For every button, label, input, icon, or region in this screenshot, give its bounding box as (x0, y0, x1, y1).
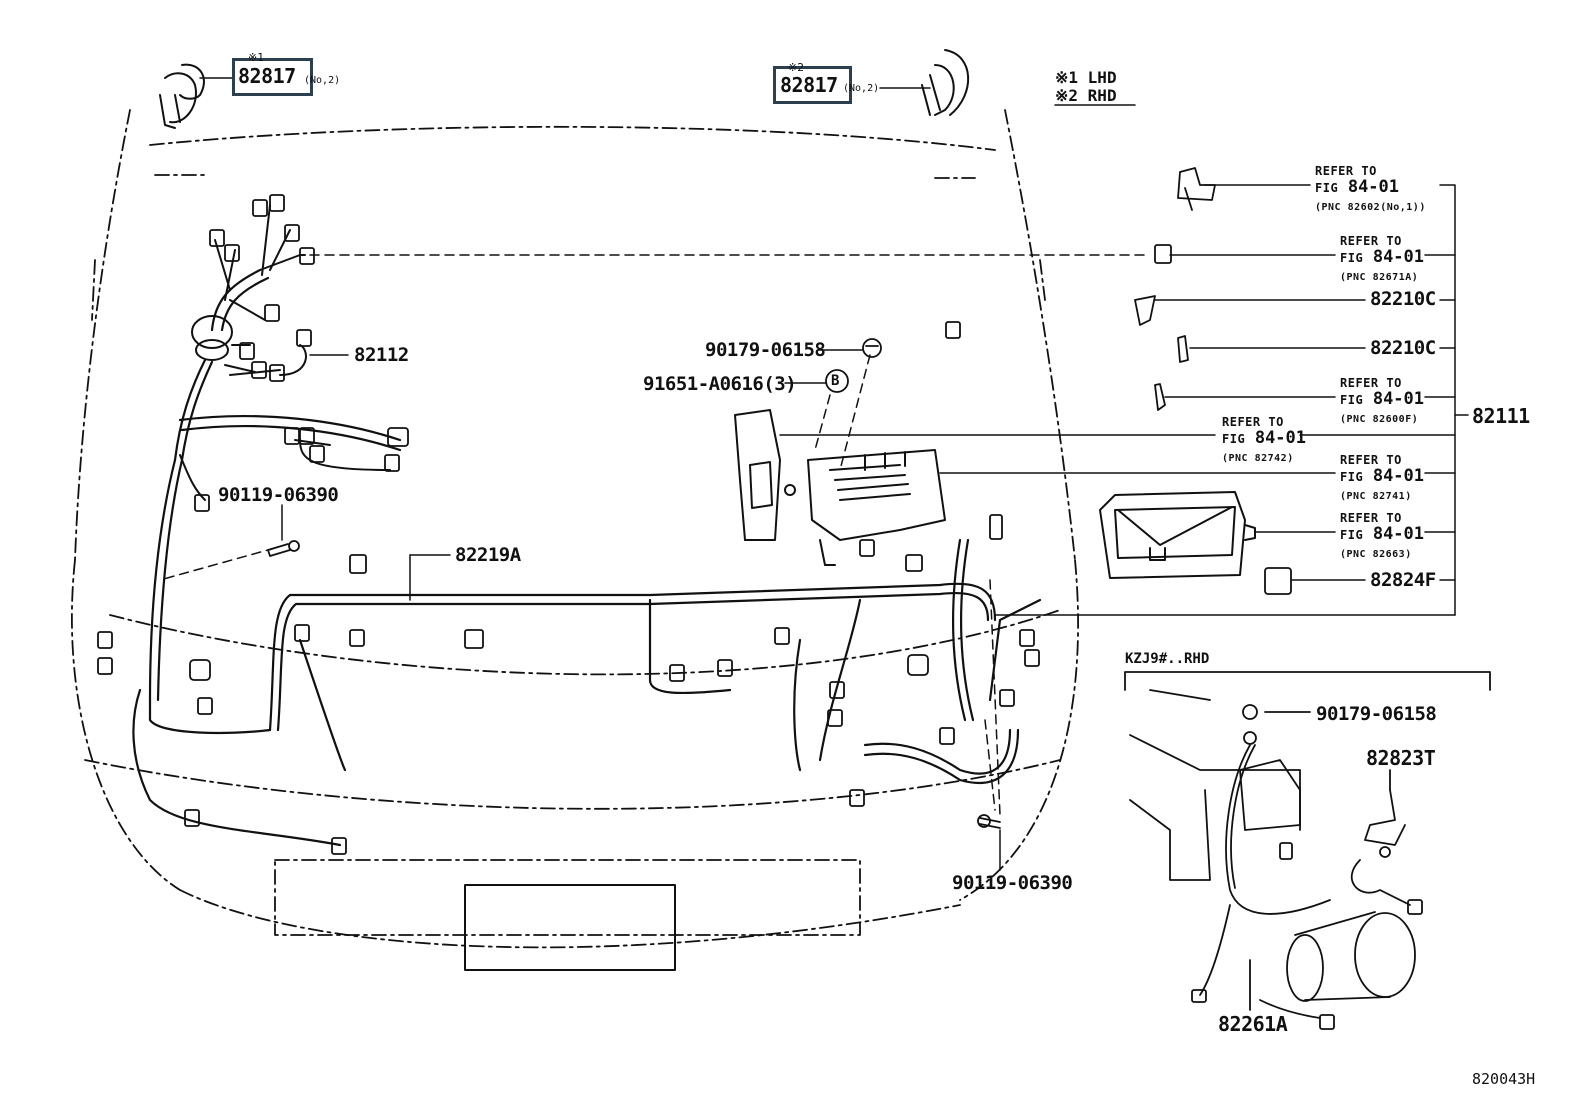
refer-block-82742: REFER TO FIG 84-01 (PNC 82742) (1222, 415, 1307, 464)
highlight-box-left[interactable] (232, 58, 313, 96)
part-number-82817-left[interactable]: 82817 (238, 64, 296, 88)
connectors (97, 194, 1292, 855)
part-number-90119-06390-lower: 90119-06390 (952, 872, 1073, 894)
part-number-90119-06390-upper: 90119-06390 (218, 484, 339, 506)
main-harness (132, 268, 1042, 847)
fuse-box (1099, 491, 1256, 579)
refer-block-82663: REFER TO FIG 84-01 (PNC 82663) (1340, 511, 1425, 560)
inset (1124, 671, 1491, 1030)
part-number-82219A: 82219A (455, 544, 521, 566)
part-number-82210C-lower: 82210C (1370, 337, 1436, 359)
highlight-box-right[interactable] (773, 66, 852, 104)
screws (267, 540, 1001, 829)
part-number-82111: 82111 (1472, 404, 1530, 428)
brackets-right (1134, 167, 1216, 411)
relay-block (734, 409, 946, 566)
part-number-82112: 82112 (354, 344, 409, 366)
plate-area (464, 884, 676, 971)
part-number-91651-A0616: 91651-A0616(3) (643, 373, 797, 395)
circle-b-label: B (831, 373, 840, 389)
inset-title: KZJ9#..RHD (1125, 651, 1210, 667)
legend-lhd: ※1 LHD (1055, 68, 1117, 87)
refer-block-82602: REFER TO FIG 84-01 (PNC 82602(No,1)) (1315, 164, 1426, 213)
part-number-82210C-upper: 82210C (1370, 288, 1436, 310)
part-number-90179-06158: 90179-06158 (705, 339, 826, 361)
hood-clips (159, 49, 970, 129)
part-number-90179-06158-inset: 90179-06158 (1316, 703, 1437, 725)
callout-mark-left: ※1 (248, 51, 264, 64)
callout-mark-right: ※2 (788, 61, 804, 74)
part-number-82261A: 82261A (1218, 1012, 1288, 1036)
leader-lines (199, 77, 1469, 871)
figure-id: 820043H (1472, 1070, 1536, 1088)
part-number-82823T: 82823T (1366, 746, 1436, 770)
refer-block-82671A: REFER TO FIG 84-01 (PNC 82671A) (1340, 234, 1425, 283)
part-number-82817-right[interactable]: 82817 (780, 73, 838, 97)
part-number-82824F: 82824F (1370, 569, 1436, 591)
legend-rhd: ※2 RHD (1055, 86, 1117, 105)
refer-block-82600F: REFER TO FIG 84-01 (PNC 82600F) (1340, 376, 1425, 425)
bolt-b (825, 338, 882, 393)
callout-suffix-left: (No,2) (304, 75, 341, 86)
body-outline (71, 109, 1079, 949)
dashed-leaders (159, 254, 1151, 816)
refer-block-82741: REFER TO FIG 84-01 (PNC 82741) (1340, 453, 1425, 502)
callout-suffix-right: (No,2) (843, 83, 880, 94)
